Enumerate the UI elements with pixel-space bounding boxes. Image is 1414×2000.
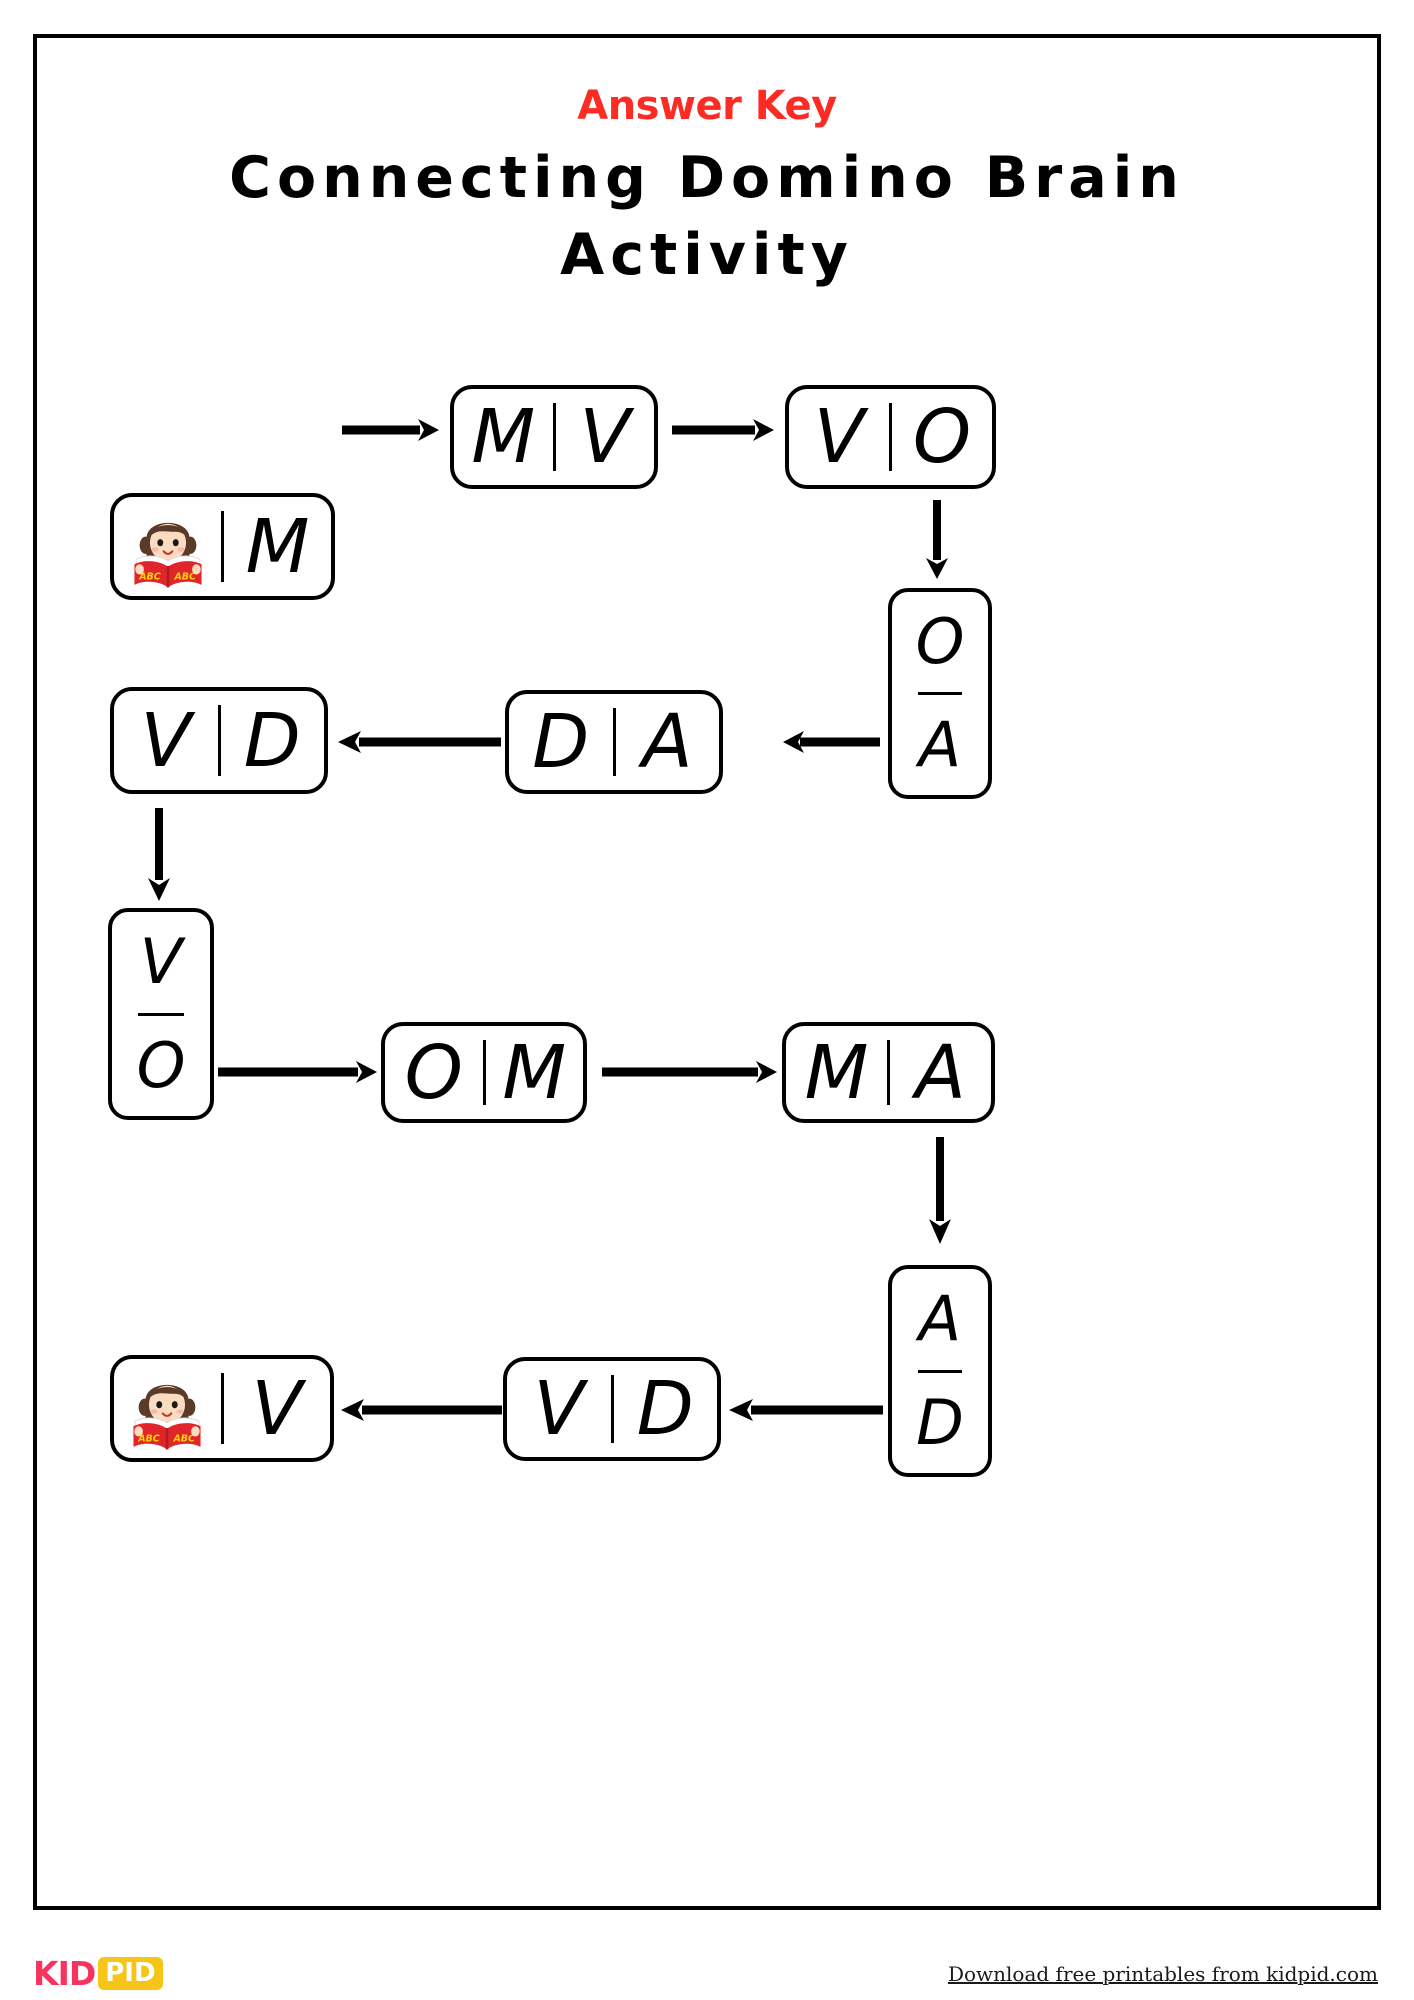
domino-divider [221,511,224,582]
domino-d2-left: M [471,394,536,480]
domino-divider [138,1012,184,1016]
arrow-right-icon-a7 [216,1060,378,1084]
logo-text-pid: PID [98,1956,163,1990]
domino-divider [887,1040,890,1105]
domino-d1-left [114,504,221,590]
domino-d3[interactable]: V O [785,385,996,489]
domino-divider [220,1373,224,1444]
domino-d5[interactable]: D A [505,690,723,794]
domino-divider [889,403,892,471]
arrow-down-icon-a9 [928,1135,952,1245]
domino-divider [552,403,556,471]
arrow-left-icon-a10 [725,1398,885,1422]
domino-d9-left: M [804,1029,869,1116]
domino-d12[interactable]: V [110,1355,334,1462]
domino-d6-right: D [243,697,301,784]
domino-d12-left [114,1366,221,1452]
domino-d4-bottom: A [918,708,962,781]
arrow-left-icon-a4 [730,730,882,754]
domino-divider [217,705,221,776]
domino-divider [918,1369,962,1373]
domino-d10-bottom: D [916,1385,964,1459]
domino-d7-bottom: O [136,1028,186,1102]
domino-d3-right: O [912,394,972,480]
domino-d4[interactable]: O A [888,588,992,799]
domino-divider [610,1375,614,1443]
domino-d4-top: O [915,605,965,678]
arrow-right-icon-a2 [670,418,775,442]
domino-d8-right: M [502,1029,567,1116]
domino-d10[interactable]: A D [888,1265,992,1477]
domino-divider [612,708,616,776]
arrow-left-icon-a5 [335,730,503,754]
logo-text-kid: KID [33,1953,96,1993]
domino-d10-top: A [918,1282,962,1356]
domino-divider [482,1040,486,1105]
arrow-right-icon-a8 [600,1060,778,1084]
kidpid-logo: KID PID [33,1952,163,1994]
domino-d12-right: V [251,1365,303,1452]
girl-reading-abc-book-icon [125,504,211,590]
domino-d5-left: D [532,699,590,785]
domino-divider [918,692,962,695]
domino-d9-right: A [915,1029,966,1116]
domino-d1-right: M [245,503,310,590]
domino-d6[interactable]: V D [110,687,328,794]
domino-d2-right: V [579,394,631,480]
domino-d8[interactable]: O M [381,1022,587,1123]
domino-d7-top: V [139,925,183,999]
arrow-down-icon-a3 [925,498,949,580]
girl-reading-abc-book-icon [124,1366,210,1452]
domino-d9[interactable]: M A [782,1022,995,1123]
domino-d8-left: O [404,1029,463,1116]
worksheet-page-border [33,34,1381,1910]
arrow-down-icon-a6 [147,806,171,902]
domino-d11[interactable]: V D [503,1357,721,1461]
page-title: Connecting Domino Brain Activity [229,145,1185,288]
footer-download-note[interactable]: Download free printables from kidpid.com [947,1962,1378,1986]
answer-key-label: Answer Key [577,83,837,129]
domino-d11-right: D [636,1366,694,1452]
domino-d2[interactable]: M V [450,385,658,489]
arrow-right-icon-a1 [340,418,440,442]
domino-d7[interactable]: V O [108,908,214,1120]
domino-d6-left: V [140,697,192,784]
domino-d11-left: V [533,1366,585,1452]
arrow-left-icon-a11 [338,1398,504,1422]
domino-d3-left: V [813,394,865,480]
domino-d1[interactable]: M [110,493,335,600]
domino-d5-right: A [641,699,693,785]
